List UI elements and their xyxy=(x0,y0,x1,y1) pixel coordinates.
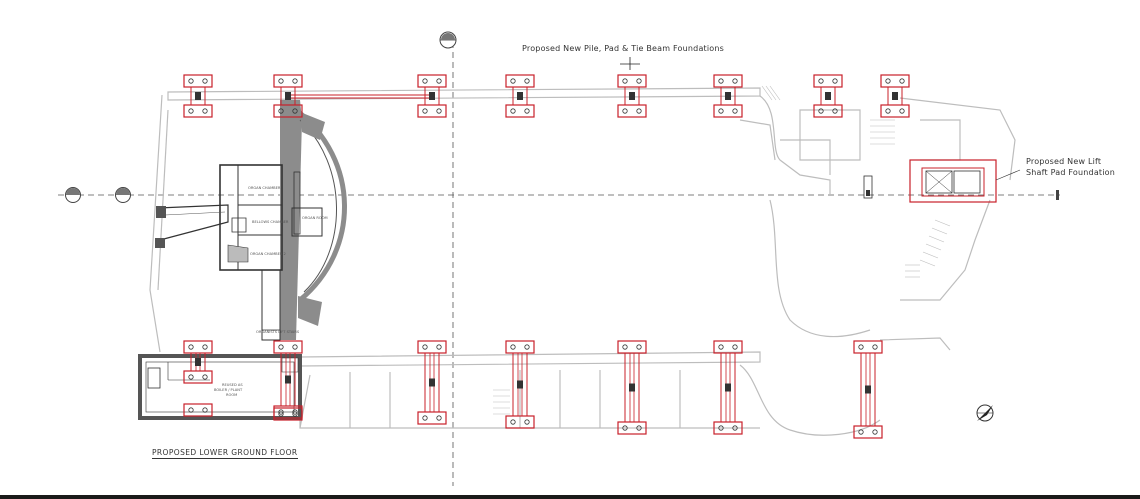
pad-foundation xyxy=(417,74,447,88)
pad-foundation xyxy=(853,340,883,354)
service-tunnel xyxy=(155,204,229,248)
pad-foundation xyxy=(183,104,213,118)
section-marker-icon xyxy=(65,187,81,203)
bottom-border xyxy=(0,495,1140,499)
pad-foundation xyxy=(183,340,213,354)
room-label-boiler-2: BOILER / PLANT xyxy=(214,388,243,392)
pile-column xyxy=(880,74,910,118)
pad-foundation xyxy=(880,74,910,88)
pad-foundation xyxy=(505,74,535,88)
drawing-title: PROPOSED LOWER GROUND FLOOR xyxy=(152,448,298,459)
pad-foundation xyxy=(853,425,883,439)
room-label-organ-chamber-2: ORGAN CHAMBER 2 xyxy=(250,252,286,256)
small-column-marker xyxy=(863,175,873,199)
pile-column xyxy=(617,340,647,435)
pile-column xyxy=(417,74,447,118)
pile-column xyxy=(713,340,743,435)
pad-foundation xyxy=(273,74,303,88)
lift-note-line2: Shaft Pad Foundation xyxy=(1026,168,1116,177)
pile-column xyxy=(273,74,303,118)
pad-foundation xyxy=(813,74,843,88)
pile-column xyxy=(273,340,303,419)
pile-column xyxy=(505,340,535,429)
room-label-organ-room: ORGAN ROOM xyxy=(302,216,328,220)
pad-foundation xyxy=(617,74,647,88)
axis-end-marker xyxy=(1056,190,1059,200)
pad-foundation xyxy=(617,104,647,118)
lift-shaft-pad xyxy=(909,159,1021,203)
pad-foundation xyxy=(713,104,743,118)
pad-foundation xyxy=(417,340,447,354)
pile-column xyxy=(183,340,213,384)
room-label-bellows: BELLOWS CHAMBER xyxy=(252,220,289,224)
pile-column xyxy=(417,340,447,425)
north-arrow-icon xyxy=(976,404,994,422)
foundations-note: Proposed New Pile, Pad & Tie Beam Founda… xyxy=(522,44,725,53)
room-label-boiler-1: REUSED AS xyxy=(222,383,243,387)
pile-column xyxy=(505,74,535,118)
section-marker-icon xyxy=(115,187,131,203)
pad-foundation xyxy=(417,411,447,425)
pad-foundation xyxy=(183,74,213,88)
pile-column xyxy=(617,74,647,118)
pile-column xyxy=(853,340,883,439)
section-marker-icon xyxy=(439,31,457,49)
pad-foundation xyxy=(183,403,213,417)
pad-foundation xyxy=(713,340,743,354)
pad-foundation xyxy=(505,104,535,118)
room-label-organ-lift: ORGANISTS LIFT STAIRS xyxy=(256,330,300,334)
pad-foundation xyxy=(880,104,910,118)
pad-foundation xyxy=(417,104,447,118)
pile-column xyxy=(183,74,213,118)
pad-foundation xyxy=(713,74,743,88)
boiler-room-block xyxy=(138,354,302,420)
tie-beam-top xyxy=(290,94,432,99)
room-label-boiler-3: ROOM xyxy=(226,393,238,397)
note-leader xyxy=(620,57,640,70)
stair-lines xyxy=(493,85,951,415)
room-label-organ-chamber: ORGAN CHAMBER xyxy=(248,186,281,190)
pad-foundation xyxy=(273,407,303,421)
pad-foundation xyxy=(273,340,303,354)
organ-chamber-block xyxy=(219,100,347,341)
pad-foundation xyxy=(505,340,535,354)
pad-foundation xyxy=(813,104,843,118)
building-outline xyxy=(149,87,1016,436)
pile-column xyxy=(813,74,843,118)
lift-note-line1: Proposed New Lift xyxy=(1026,157,1102,166)
pad-foundation xyxy=(617,340,647,354)
pile-column xyxy=(713,74,743,118)
foundation-pads xyxy=(183,74,910,439)
